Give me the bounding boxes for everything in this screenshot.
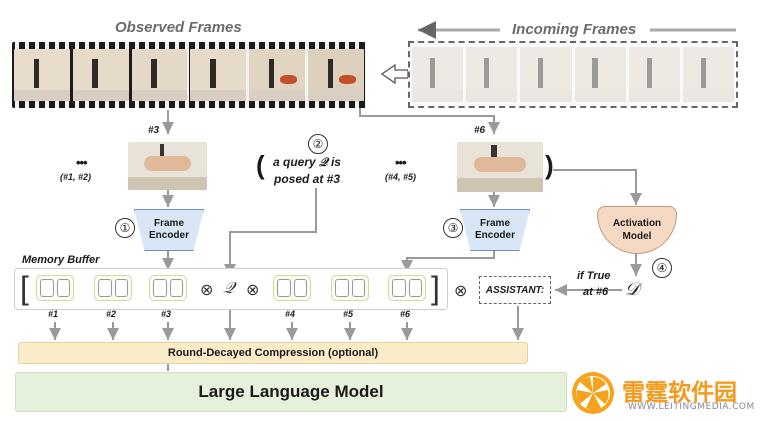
film-frame — [682, 47, 735, 102]
assistant-token: ASSISTANT: — [479, 276, 551, 304]
slot-label: #6 — [400, 309, 411, 319]
film-frame — [466, 47, 518, 102]
close-paren: ) — [545, 150, 554, 180]
frame-id-label: #6 — [474, 125, 486, 136]
film-frame — [72, 49, 129, 101]
query-line2: posed at #3 — [274, 172, 341, 186]
film-frame — [574, 47, 626, 102]
activation-label-line1: Activation — [612, 218, 662, 229]
memory-slot — [94, 275, 132, 301]
step-3-icon: ③ — [443, 218, 463, 238]
otimes-symbol: ⊗ — [200, 282, 214, 299]
observed-frames-title: Observed Frames — [115, 19, 242, 36]
prior-frames-label: (#1, #2) — [60, 172, 92, 182]
memory-slot — [273, 275, 311, 301]
film-frame — [131, 49, 188, 101]
frame-thumbnail — [128, 142, 207, 190]
encoder-label-line1: Frame — [153, 218, 184, 229]
memory-buffer-title: Memory Buffer — [22, 254, 100, 266]
watermark-cn: 雷霆软件园 — [622, 380, 737, 406]
trigger-line2: at #6 — [583, 286, 609, 298]
ellipsis: ••• — [395, 155, 407, 170]
incoming-frames-title: Incoming Frames — [512, 21, 637, 38]
watermark-url: WWW.LEITINGMEDIA.COM — [628, 402, 755, 412]
film-frame — [249, 49, 306, 101]
frame-id-label: #3 — [148, 125, 160, 136]
film-frame — [14, 49, 70, 101]
orange-logo — [570, 370, 616, 416]
activation-label-line2: Model — [622, 231, 652, 242]
encoder-label-line1: Frame — [479, 218, 510, 229]
trigger-line1: if True — [577, 270, 611, 282]
step-1-icon: ① — [115, 218, 135, 238]
encoder-label-line2: Encoder — [148, 230, 189, 241]
slot-label: #1 — [48, 309, 59, 319]
open-paren: ( — [256, 150, 265, 180]
memory-slot — [331, 275, 369, 301]
film-frame — [308, 49, 364, 101]
memory-slot — [36, 275, 74, 301]
otimes-symbol: ⊗ — [246, 282, 260, 299]
ellipsis: ••• — [76, 155, 88, 170]
slot-label: #2 — [106, 309, 117, 319]
slot-label: #5 — [343, 309, 354, 319]
between-frames-label: (#4, #5) — [385, 172, 417, 182]
memory-slot — [388, 275, 426, 301]
slot-label: #3 — [161, 309, 172, 319]
incoming-film-strip — [408, 41, 738, 108]
film-frame — [520, 47, 572, 102]
observed-film-strip — [12, 42, 366, 108]
film-frame — [412, 47, 464, 102]
memory-buffer — [14, 268, 448, 310]
open-bracket: [ — [20, 270, 29, 306]
close-bracket: ] — [431, 270, 440, 306]
frame-thumbnail — [457, 142, 543, 192]
decision-symbol: 𝒟 — [625, 279, 640, 299]
query-line1: a query 𝒬 is — [273, 155, 341, 169]
film-frame — [190, 49, 247, 101]
slot-label: #4 — [285, 309, 296, 319]
step-2-icon: ② — [308, 134, 328, 154]
memory-slot — [149, 275, 187, 301]
step-4-icon: ④ — [652, 258, 672, 278]
otimes-symbol: ⊗ — [454, 283, 468, 300]
query-symbol: 𝒬 — [223, 280, 235, 297]
large-language-model: Large Language Model — [15, 372, 567, 412]
film-frame — [628, 47, 680, 102]
encoder-label-line2: Encoder — [474, 230, 515, 241]
round-decayed-compression: Round-Decayed Compression (optional) — [18, 342, 528, 364]
